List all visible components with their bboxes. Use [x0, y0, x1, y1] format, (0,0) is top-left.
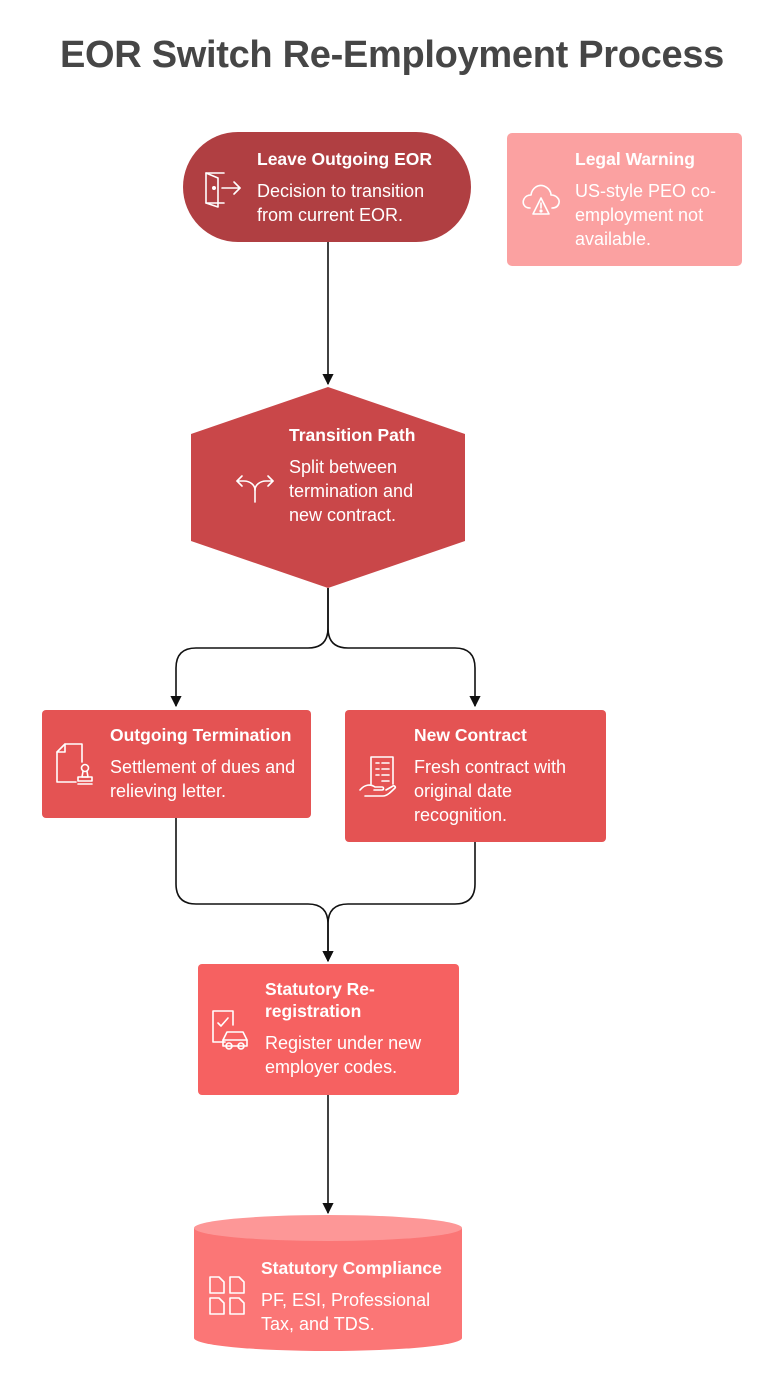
- legal-warning-heading: Legal Warning: [575, 149, 695, 169]
- connector-contract-to-statutory: [322, 842, 476, 963]
- statutory-reregistration-heading: Statutory Re-registration: [265, 979, 375, 1021]
- exit-door-icon: [205, 172, 241, 208]
- outgoing-termination-heading: Outgoing Termination: [110, 725, 292, 745]
- connector-transition-to-termination: [170, 588, 329, 708]
- transition-path-shape: [191, 387, 465, 588]
- transition-path-heading: Transition Path: [289, 425, 416, 445]
- grid-documents-icon: [209, 1276, 245, 1315]
- legal-warning-node: Legal Warning US-style PEO co-employment…: [575, 148, 735, 251]
- transition-path-node: Transition Path Split between terminatio…: [289, 424, 449, 527]
- contract-hand-icon: [359, 756, 397, 797]
- connector-transition-to-contract: [327, 588, 481, 708]
- statutory-reregistration-shape: [198, 964, 459, 1095]
- legal-warning-shape: [507, 133, 742, 266]
- new-contract-heading: New Contract: [414, 725, 527, 745]
- new-contract-node: New Contract Fresh contract with origina…: [414, 724, 599, 827]
- leave-outgoing-heading: Leave Outgoing EOR: [257, 149, 433, 169]
- statutory-reregistration-node: Statutory Re-registration Register under…: [265, 978, 445, 1079]
- statutory-compliance-node: Statutory Compliance PF, ESI, Profession…: [261, 1257, 456, 1336]
- legal-warning-text: US-style PEO co-employment not available…: [575, 181, 717, 249]
- cloud-warning-icon: [522, 184, 560, 215]
- document-stamp-icon: [56, 743, 93, 785]
- statutory-reregistration-text: Register under new employer codes.: [265, 1033, 422, 1077]
- leave-outgoing-node: Leave Outgoing EOR Decision to transitio…: [257, 148, 462, 227]
- statutory-compliance-text: PF, ESI, Professional Tax, and TDS.: [261, 1290, 431, 1334]
- statutory-compliance-heading: Statutory Compliance: [261, 1258, 442, 1278]
- leave-outgoing-text: Decision to transition from current EOR.: [257, 181, 425, 225]
- new-contract-shape: [345, 710, 606, 842]
- outgoing-termination-text: Settlement of dues and relieving letter.: [110, 757, 296, 801]
- leave-outgoing-shape: [183, 132, 471, 242]
- outgoing-termination-shape: [42, 710, 311, 818]
- outgoing-termination-node: Outgoing Termination Settlement of dues …: [110, 724, 305, 803]
- transition-path-text: Split between termination and new contra…: [289, 457, 414, 525]
- statutory-compliance-shape: [194, 1215, 462, 1351]
- connector-termination-to-statutory: [175, 818, 334, 963]
- new-contract-text: Fresh contract with original date recogn…: [414, 757, 567, 825]
- split-arrows-icon: [236, 475, 274, 503]
- page-title: EOR Switch Re-Employment Process: [59, 34, 725, 76]
- checklist-car-icon: [212, 1010, 248, 1050]
